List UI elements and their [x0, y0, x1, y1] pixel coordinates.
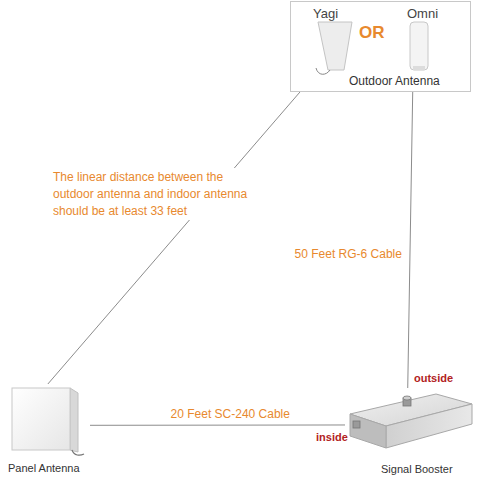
- yagi-body: [318, 22, 352, 70]
- cable-label: 20 Feet SC-240 Cable: [169, 406, 292, 423]
- cable-line: [90, 424, 345, 425]
- cable-line: [48, 92, 300, 384]
- distance-note: The linear distance between the outdoor …: [50, 168, 251, 220]
- booster-port: [353, 421, 360, 428]
- port-label: inside: [316, 430, 348, 445]
- panel-side: [70, 388, 78, 452]
- booster-front: [386, 404, 472, 448]
- antenna-node: Panel Antenna: [4, 384, 90, 479]
- omni-antenna: [410, 22, 428, 70]
- omni-base: [413, 66, 425, 70]
- antenna-node: Signal Booster: [345, 388, 473, 480]
- cable-label: 50 Feet RG-6 Cable: [293, 246, 404, 263]
- antenna-node: YagiOR OmniOutdoor Antenna: [290, 1, 471, 92]
- antenna-type: Yagi: [313, 6, 338, 22]
- node-caption: Panel Antenna: [8, 462, 80, 476]
- booster-port-top: [403, 396, 411, 400]
- choice-word: OR: [359, 22, 385, 43]
- node-caption: Signal Booster: [381, 463, 453, 477]
- signal-booster: [350, 394, 472, 448]
- port-label: outside: [414, 371, 453, 386]
- yagi-cable: [316, 68, 330, 74]
- omni-body: [410, 22, 428, 70]
- node-caption: Outdoor Antenna: [349, 74, 440, 89]
- yagi-antenna: [316, 22, 352, 74]
- panel-antenna: [12, 388, 84, 455]
- panel-face: [12, 388, 70, 450]
- antenna-type: Omni: [407, 6, 438, 22]
- booster-end: [350, 414, 386, 448]
- panel-cable: [72, 450, 84, 455]
- cable-line: [408, 92, 413, 388]
